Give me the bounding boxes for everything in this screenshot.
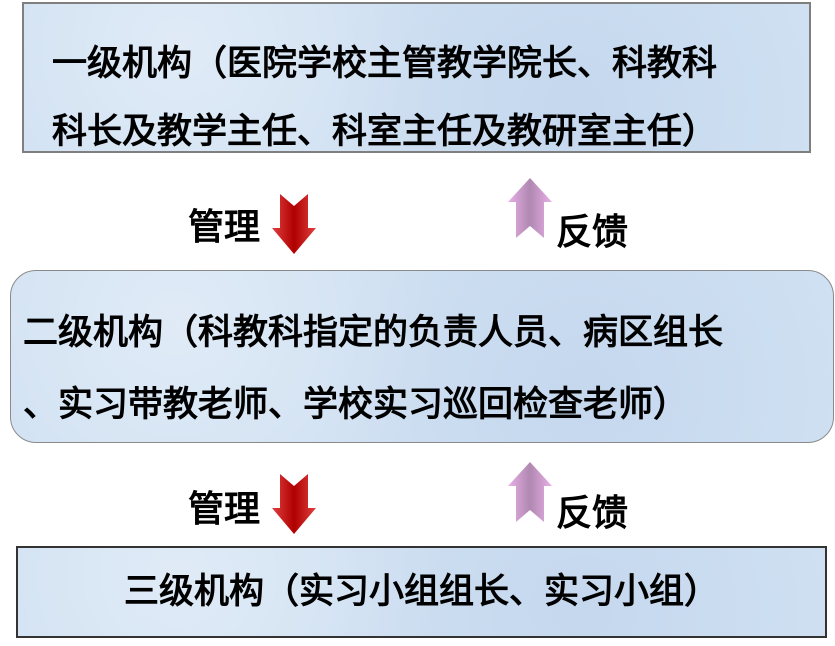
level3-text: 三级机构（实习小组组长、实习小组） — [123, 572, 719, 612]
feedback-label-1: 反馈 — [556, 212, 629, 253]
up-arrow-icon — [508, 462, 552, 522]
level1-line1: 一级机构（医院学校主管教学院长、科教科 — [52, 44, 718, 84]
level1-box: 一级机构（医院学校主管教学院长、科教科 科长及教学主任、科室主任及教研室主任） — [22, 2, 811, 153]
down-arrow-icon — [272, 194, 316, 254]
feedback-label-2: 反馈 — [556, 493, 629, 534]
level3-box: 三级机构（实习小组组长、实习小组） — [16, 546, 827, 638]
manage-label-2: 管理 — [188, 489, 261, 530]
level2-line2: 、实习带教老师、学校实习巡回检查老师） — [23, 385, 689, 425]
level1-line2: 科长及教学主任、科室主任及教研室主任） — [52, 112, 718, 152]
level2-box: 二级机构（科教科指定的负责人员、病区组长 、实习带教老师、学校实习巡回检查老师） — [10, 270, 834, 443]
up-arrow-icon — [508, 178, 552, 238]
down-arrow-icon — [272, 474, 316, 534]
level2-line1: 二级机构（科教科指定的负责人员、病区组长 — [23, 313, 724, 353]
manage-label-1: 管理 — [188, 207, 261, 248]
